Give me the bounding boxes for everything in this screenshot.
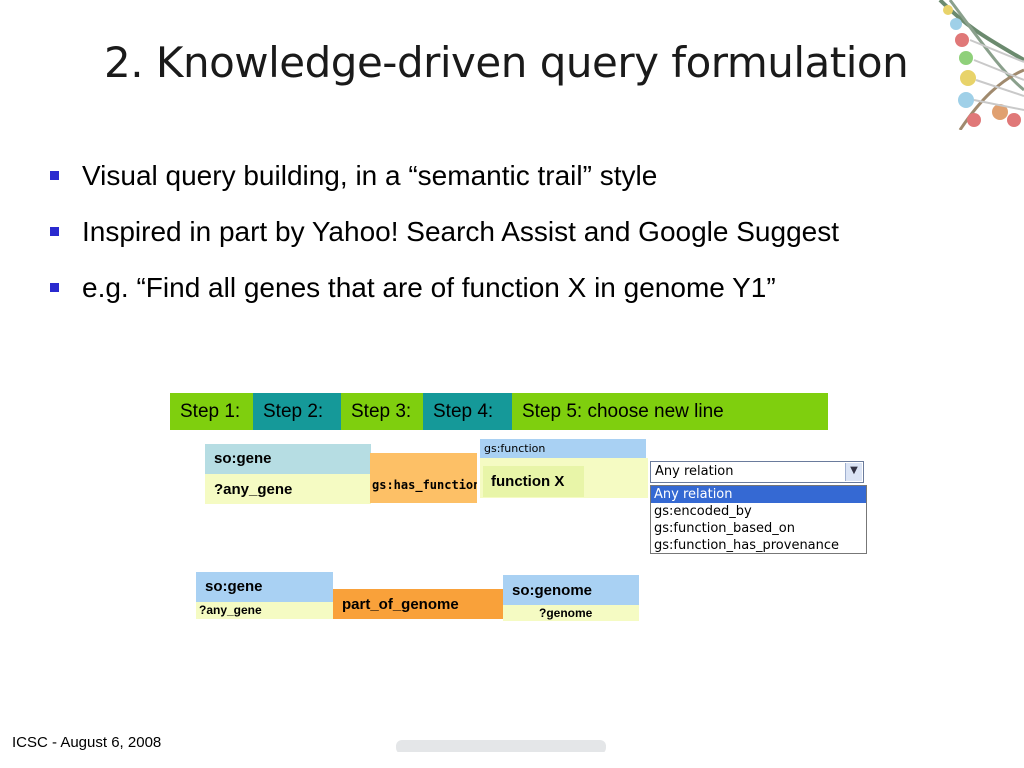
trail1-target-class-box[interactable]: gs:function xyxy=(480,439,646,458)
bullet-item: Visual query building, in a “semantic tr… xyxy=(44,156,839,212)
dna-helix-icon xyxy=(938,0,1024,130)
bullet-square-icon xyxy=(50,171,59,180)
slide-title: 2. Knowledge-driven query formulation xyxy=(104,38,909,87)
trail1-relation-box[interactable]: gs:has_function xyxy=(370,453,477,503)
trail2-target-class-box[interactable]: so:genome xyxy=(503,575,639,605)
bullet-item: e.g. “Find all genes that are of functio… xyxy=(44,268,839,324)
bullet-list: Visual query building, in a “semantic tr… xyxy=(44,156,839,324)
slide-footer: ICSC - August 6, 2008 xyxy=(12,734,162,751)
bullet-square-icon xyxy=(50,227,59,236)
step-2-tab[interactable]: Step 2: xyxy=(253,393,343,430)
chevron-down-icon[interactable]: ▼ xyxy=(845,463,862,481)
trail2-var-box[interactable]: ?any_gene xyxy=(196,602,333,619)
bullet-item: Inspired in part by Yahoo! Search Assist… xyxy=(44,212,839,268)
trail2-target-var-box[interactable]: ?genome xyxy=(503,605,639,621)
relation-select-value: Any relation xyxy=(655,464,734,479)
watermark-logo xyxy=(396,730,606,752)
relation-option[interactable]: Any relation xyxy=(651,486,866,503)
step-4-tab[interactable]: Step 4: xyxy=(423,393,517,430)
relation-options-list: Any relation gs:encoded_by gs:function_b… xyxy=(650,485,867,554)
relation-option[interactable]: gs:encoded_by xyxy=(654,504,752,519)
step-5-tab[interactable]: Step 5: choose new line xyxy=(512,393,828,430)
step-3-tab[interactable]: Step 3: xyxy=(341,393,427,430)
trail2-class-box[interactable]: so:gene xyxy=(196,572,333,602)
relation-option[interactable]: gs:function_has_provenance xyxy=(654,538,840,553)
relation-select[interactable]: Any relation ▼ xyxy=(650,461,864,483)
trail2-relation-box[interactable]: part_of_genome xyxy=(333,589,503,619)
bullet-square-icon xyxy=(50,283,59,292)
relation-option[interactable]: gs:function_based_on xyxy=(654,521,795,536)
logo-icon xyxy=(396,740,606,752)
trail1-target-value[interactable]: function X xyxy=(483,466,584,497)
step-1-tab[interactable]: Step 1: xyxy=(170,393,256,430)
trail1-class-box[interactable]: so:gene xyxy=(205,444,371,474)
trail1-var-box[interactable]: ?any_gene xyxy=(205,474,371,504)
